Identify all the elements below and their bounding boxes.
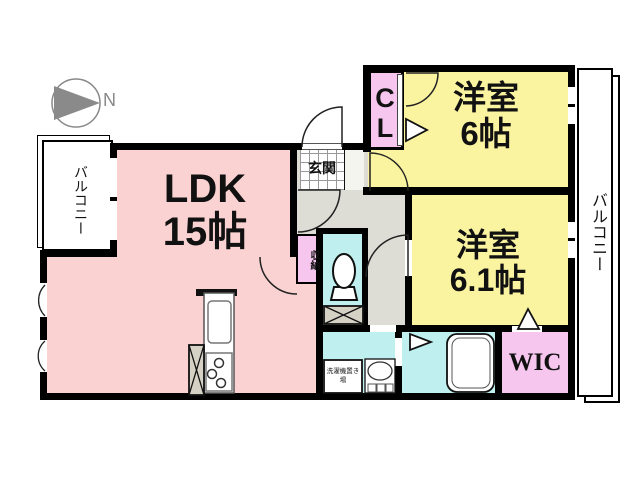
window-bedroom1-mullion — [568, 104, 575, 107]
compass-icon — [51, 78, 101, 128]
wall-cl-left — [363, 65, 371, 152]
door-wic-opening — [512, 326, 542, 332]
window-ldk-left-1 — [40, 283, 47, 317]
door-bath-opening — [395, 338, 402, 366]
room-wic — [500, 332, 570, 393]
door-washroom-opening — [370, 325, 396, 332]
closet-cl-label: CL — [370, 83, 400, 143]
wall-ldk-top — [110, 143, 302, 150]
room-ldk-bulge — [296, 284, 317, 393]
wall-top-right — [363, 65, 575, 72]
room-bedroom1-size: 6帖 — [460, 114, 512, 152]
room-bedroom2 — [412, 195, 568, 330]
room-bedroom1-name: 洋室 — [453, 79, 519, 116]
room-bedroom2-name: 洋室 — [455, 227, 520, 263]
room-bedroom2-label: 洋室 6.1帖 — [400, 228, 576, 297]
balcony-right — [577, 68, 613, 397]
room-bedroom1-label: 洋室 6帖 — [398, 80, 574, 151]
wall-left-lower — [40, 250, 47, 400]
closet-cl-door — [397, 74, 403, 146]
room-ldk-name: LDK — [163, 167, 247, 211]
window-ldk-left-2 — [40, 340, 47, 372]
entrance-door-arc — [301, 106, 343, 148]
wall-ldk-right — [290, 143, 297, 257]
wall-hall-bottom — [316, 325, 568, 332]
wall-entrance-top — [342, 143, 371, 150]
wall-bottom — [40, 393, 575, 400]
wic-label: WIC — [508, 349, 562, 376]
wall-toilet-right — [362, 228, 368, 332]
balcony-left — [42, 140, 113, 251]
entrance-threshold — [302, 143, 342, 150]
room-ldk-upper — [115, 150, 296, 257]
room-ldk-size: 15帖 — [162, 210, 248, 255]
laundry-label: 洗濯機置き場 — [326, 368, 360, 384]
entrance-floor — [300, 148, 344, 190]
balcony-right-label: バルコニー — [589, 192, 606, 272]
room-bathroom — [400, 332, 498, 393]
entrance-step — [344, 148, 364, 190]
wall-bedroom-divider — [363, 187, 568, 195]
window-bedroom2-mullion — [568, 238, 575, 241]
room-ldk-lower — [47, 257, 296, 393]
room-bedroom2-size: 6.1帖 — [449, 261, 527, 298]
wall-bath-right — [495, 332, 502, 393]
window-ldk-balcony-mullion — [110, 197, 117, 201]
wall-toilet-top — [316, 228, 368, 234]
room-ldk-label: LDK 15帖 — [110, 167, 300, 255]
wall-toilet-left — [316, 228, 323, 393]
wall-balcony-bottom — [40, 250, 117, 257]
compass-n-label: N — [103, 90, 116, 110]
entrance-label: 玄関 — [308, 160, 336, 176]
balcony-left-label: バルコニー — [73, 165, 89, 235]
storage-label: 収納 — [308, 250, 319, 270]
room-toilet — [322, 233, 366, 308]
